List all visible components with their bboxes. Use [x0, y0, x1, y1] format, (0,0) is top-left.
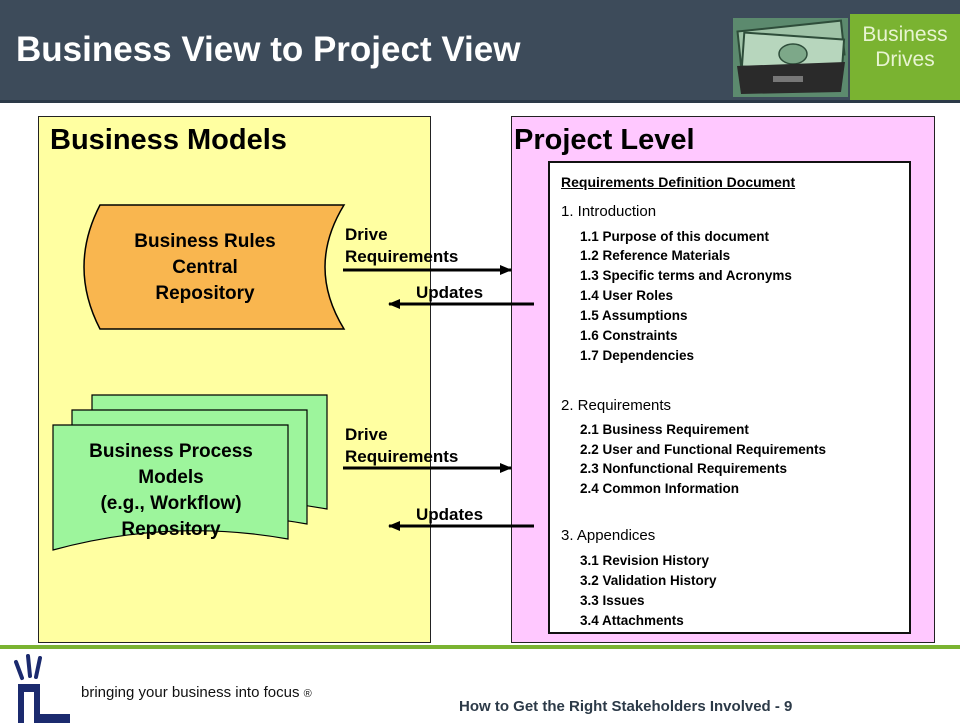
outline-item: 1.2 Reference Materials — [580, 248, 731, 263]
outline-item: 2.4 Common Information — [580, 481, 740, 496]
slide-title: Business View to Project View — [16, 30, 521, 69]
business-models-panel — [38, 116, 431, 643]
top-requirements-label: Requirements — [345, 247, 459, 266]
bottom-updates-label: Updates — [416, 505, 484, 524]
registered-mark: ® — [303, 688, 312, 700]
tag-line-2: Drives — [875, 48, 935, 71]
tag-line-1: Business — [862, 23, 948, 46]
document-heading: Requirements Definition Document — [561, 174, 796, 190]
process-doc-front — [52, 424, 289, 551]
requirements-document — [548, 161, 911, 634]
outline-item: 2.3 Nonfunctional Requirements — [580, 461, 788, 476]
money-briefcase-image — [733, 18, 848, 97]
bottom-requirements-label: Requirements — [345, 447, 459, 466]
business-models-title: Business Models — [50, 124, 287, 156]
outline-item: 1.3 Specific terms and Acronyms — [580, 268, 792, 283]
outline-item: 1.5 Assumptions — [580, 308, 688, 323]
outline-item: 3.3 Issues — [580, 593, 645, 608]
section-introduction: 1. Introduction — [561, 203, 657, 220]
outline-item: 2.1 Business Requirement — [580, 422, 749, 437]
top-drive-label: Drive — [345, 225, 388, 244]
process-repo-line-3: (e.g., Workflow) — [100, 493, 242, 514]
business-drives-tag: Business Drives — [850, 14, 960, 100]
company-tagline: bringing your business into focus ® — [81, 684, 312, 701]
footer-title: How to Get the Right Stakeholders Involv… — [459, 698, 793, 715]
tagline-text: bringing your business into focus — [81, 684, 300, 701]
project-level-title: Project Level — [514, 124, 695, 156]
outline-item: 1.1 Purpose of this document — [580, 229, 770, 244]
section-requirements: 2. Requirements — [561, 397, 672, 414]
business-rules-repository-label: Business Rules Central Repository — [105, 229, 305, 307]
company-logo-icon — [14, 654, 70, 723]
outline-item: 3.1 Revision History — [580, 553, 710, 568]
outline-item: 1.7 Dependencies — [580, 348, 695, 363]
process-repo-line-4: Repository — [121, 519, 221, 540]
rules-repo-line-3: Repository — [155, 283, 255, 304]
rules-repo-line-1: Business Rules — [134, 231, 276, 252]
top-updates-label: Updates — [416, 283, 484, 302]
outline-item: 3.4 Attachments — [580, 613, 684, 628]
bottom-drive-label: Drive — [345, 425, 388, 444]
outline-item: 1.6 Constraints — [580, 328, 678, 343]
outline-item: 1.4 User Roles — [580, 288, 674, 303]
outline-item: 3.2 Validation History — [580, 573, 717, 588]
process-repo-line-1: Business Process — [89, 441, 253, 462]
business-rules-repository-shape — [83, 204, 346, 330]
header-divider — [0, 100, 960, 103]
process-repo-line-2: Models — [138, 467, 204, 488]
rules-repo-line-2: Central — [172, 257, 238, 278]
section-appendices: 3. Appendices — [561, 527, 656, 544]
outline-item: 2.2 User and Functional Requirements — [580, 442, 827, 457]
footer-divider — [0, 645, 960, 649]
business-process-repository-label: Business Process Models (e.g., Workflow)… — [55, 439, 287, 543]
